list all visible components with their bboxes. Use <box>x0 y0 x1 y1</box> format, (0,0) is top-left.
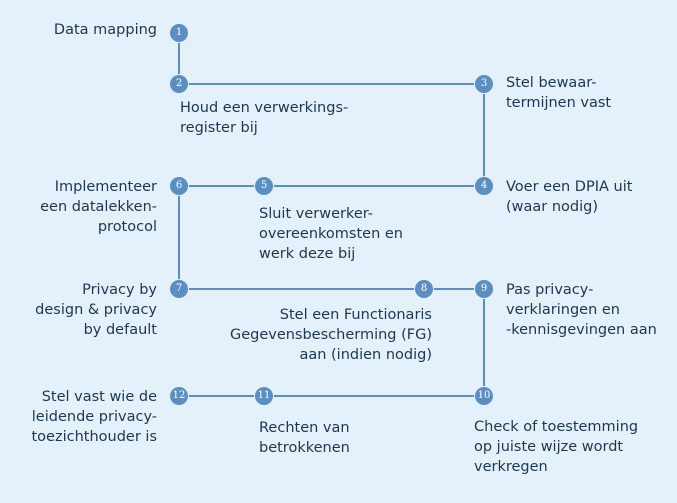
step-node-1: 1 <box>170 24 188 42</box>
step-node-4: 4 <box>475 177 493 195</box>
step-label-5: Sluit verwerker- overeenkomsten en werk … <box>259 206 403 262</box>
step-node-9: 9 <box>475 280 493 298</box>
step-node-11: 11 <box>255 387 273 405</box>
step-label-8: Stel een Functionaris Gegevensbeschermin… <box>229 307 432 363</box>
step-label-1: Data mapping <box>53 22 157 38</box>
step-label-11: Rechten van betrokkenen <box>259 420 350 456</box>
step-node-10: 10 <box>475 387 493 405</box>
step-label-7: Privacy by design & privacy by default <box>35 282 157 338</box>
step-label-12: Stel vast wie de leidende privacy- toezi… <box>31 389 158 445</box>
step-label-4: Voer een DPIA uit (waar nodig) <box>506 179 633 215</box>
step-label-10: Check of toestemming op juiste wijze wor… <box>474 419 639 475</box>
step-label-6: Implementeer een datalekken- protocol <box>40 179 157 235</box>
step-label-3: Stel bewaar- termijnen vast <box>506 75 612 111</box>
step-node-8: 8 <box>415 280 433 298</box>
step-node-7: 7 <box>170 280 188 298</box>
step-label-9: Pas privacy- verklaringen en -kennisgevi… <box>506 282 657 338</box>
step-node-3: 3 <box>475 75 493 93</box>
step-node-5: 5 <box>255 177 273 195</box>
step-node-2: 2 <box>170 75 188 93</box>
step-label-2: Houd een verwerkings- register bij <box>180 100 349 136</box>
step-node-12: 12 <box>170 387 188 405</box>
step-node-6: 6 <box>170 177 188 195</box>
